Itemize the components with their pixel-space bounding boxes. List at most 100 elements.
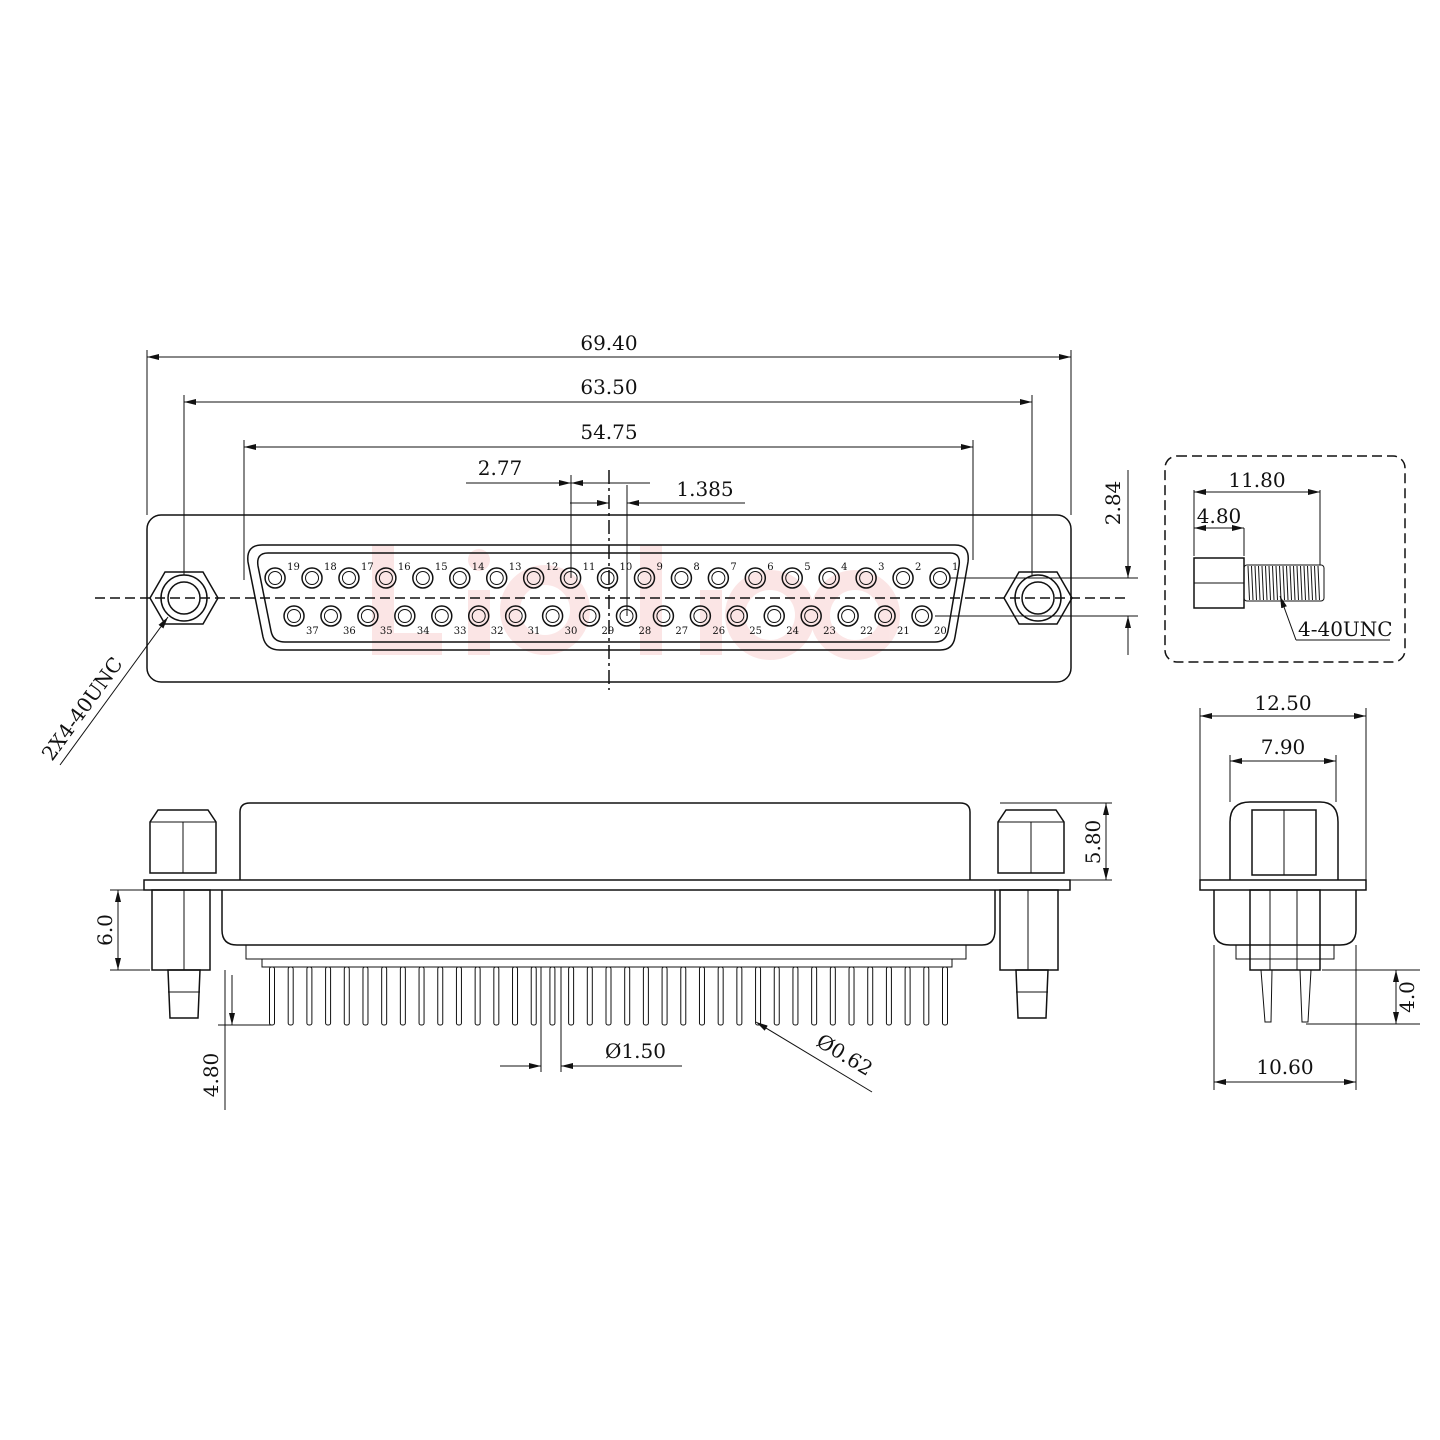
pin-label: 11	[583, 562, 596, 573]
pin-30: 30	[541, 605, 578, 637]
pin-label: 17	[361, 562, 374, 573]
pin-tail	[343, 966, 350, 1026]
pin-label: 18	[324, 562, 337, 573]
pin-25: 25	[726, 605, 762, 637]
pin-label: 8	[693, 562, 699, 573]
thread-line	[1300, 565, 1303, 601]
dim-standoff-height: 6.0	[93, 914, 117, 946]
pin-tail	[437, 966, 444, 1026]
pin-label: 4	[841, 562, 847, 573]
pin-15: 15	[412, 562, 448, 589]
pin-1: 1	[929, 562, 958, 589]
dim-shell-depth: 7.90	[1261, 735, 1306, 759]
pin-tail	[287, 966, 294, 1026]
thread-line	[1286, 565, 1289, 601]
pin-18: 18	[301, 562, 337, 589]
thread-line	[1289, 565, 1292, 601]
pin-23: 23	[800, 605, 836, 637]
dim-tail-length: 4.80	[199, 1053, 223, 1098]
pin-19: 19	[264, 562, 300, 589]
dim-row-spacing: 2.84	[1101, 481, 1125, 526]
pin-9: 9	[633, 562, 663, 589]
pin-tail	[829, 966, 836, 1026]
dim-overall-width: 69.40	[580, 331, 637, 355]
pin-tail	[325, 966, 332, 1026]
pin-label: 27	[675, 626, 688, 637]
pin-tail	[773, 966, 780, 1026]
thread-line	[1272, 565, 1275, 601]
pin-label: 1	[952, 562, 958, 573]
side-view: 12.50 7.90 10.60 4.0	[1199, 691, 1420, 1090]
pin-tail	[381, 966, 388, 1026]
pin-label: 16	[398, 562, 411, 573]
pin-label: 23	[823, 626, 836, 637]
pin-label: 12	[546, 562, 559, 573]
hex-nut-right	[997, 809, 1065, 874]
pin-label: 30	[565, 626, 578, 637]
pin-34: 34	[394, 605, 430, 637]
pin-13: 13	[485, 562, 522, 589]
screw-detail: 11.80 4.80 4-40UNC	[1164, 455, 1406, 663]
dim-half-pitch: 1.385	[676, 477, 733, 501]
pin-tail	[811, 966, 818, 1026]
pin-label: 7	[730, 562, 736, 573]
pin-label: 2	[915, 562, 921, 573]
thread-line	[1265, 565, 1268, 601]
pin-tail	[624, 966, 631, 1026]
pin-24: 24	[763, 605, 799, 637]
thread-line	[1282, 565, 1285, 601]
pin-label: 28	[638, 626, 651, 637]
pin-array: 1234567891011121314151617181920212223242…	[264, 562, 958, 637]
pin-20: 20	[911, 605, 947, 637]
thread-line	[1303, 565, 1306, 601]
pin-17: 17	[338, 562, 374, 589]
pin-tail	[530, 966, 537, 1026]
pin-tail	[661, 966, 668, 1026]
thread-line	[1314, 565, 1317, 601]
pin-label: 32	[491, 626, 504, 637]
pin-label: 24	[786, 626, 799, 637]
pin-label: 13	[509, 562, 522, 573]
pin-31: 31	[504, 605, 540, 637]
pin-tail	[493, 966, 500, 1026]
pin-tail	[306, 966, 313, 1026]
pin-label: 29	[602, 626, 615, 637]
pin-label: 6	[767, 562, 773, 573]
pin-tail	[474, 966, 481, 1026]
thread-line	[1293, 565, 1296, 601]
pin-tail	[512, 966, 519, 1026]
pin-22: 22	[837, 605, 873, 637]
pin-tail	[605, 966, 612, 1026]
pin-8: 8	[670, 562, 700, 589]
pin-label: 33	[454, 626, 467, 637]
pin-tail	[455, 966, 462, 1026]
pin-tail	[867, 966, 874, 1026]
dim-pin-pitch: 2.77	[478, 456, 523, 480]
pin-tail	[923, 966, 930, 1026]
thread-line	[1317, 565, 1320, 601]
front-view: 1234567891011121314151617181920212223242…	[37, 331, 1138, 766]
dim-base-depth: 10.60	[1256, 1055, 1313, 1079]
thread-line	[1307, 565, 1310, 601]
pin-label: 3	[878, 562, 884, 573]
dim-mount-pitch: 63.50	[580, 375, 637, 399]
pin-label: 35	[380, 626, 393, 637]
pin-27: 27	[652, 605, 688, 637]
pin-10: 10	[596, 562, 632, 589]
pin-tail	[586, 966, 593, 1026]
pin-4: 4	[818, 562, 848, 589]
pin-2: 2	[892, 562, 921, 589]
screw-head-length: 4.80	[1197, 504, 1242, 528]
thread-callout: 2X4-40UNC	[37, 652, 128, 764]
pin-label: 37	[306, 626, 319, 637]
pin-35: 35	[357, 605, 393, 637]
pin-21: 21	[874, 605, 910, 637]
thread-line	[1296, 565, 1299, 601]
dim-side-tail: 4.0	[1395, 981, 1419, 1013]
pin-28: 28	[615, 605, 651, 637]
pin-tail	[755, 966, 762, 1026]
pin-label: 25	[749, 626, 762, 637]
pin-32: 32	[467, 605, 504, 637]
pin-label: 26	[712, 626, 725, 637]
